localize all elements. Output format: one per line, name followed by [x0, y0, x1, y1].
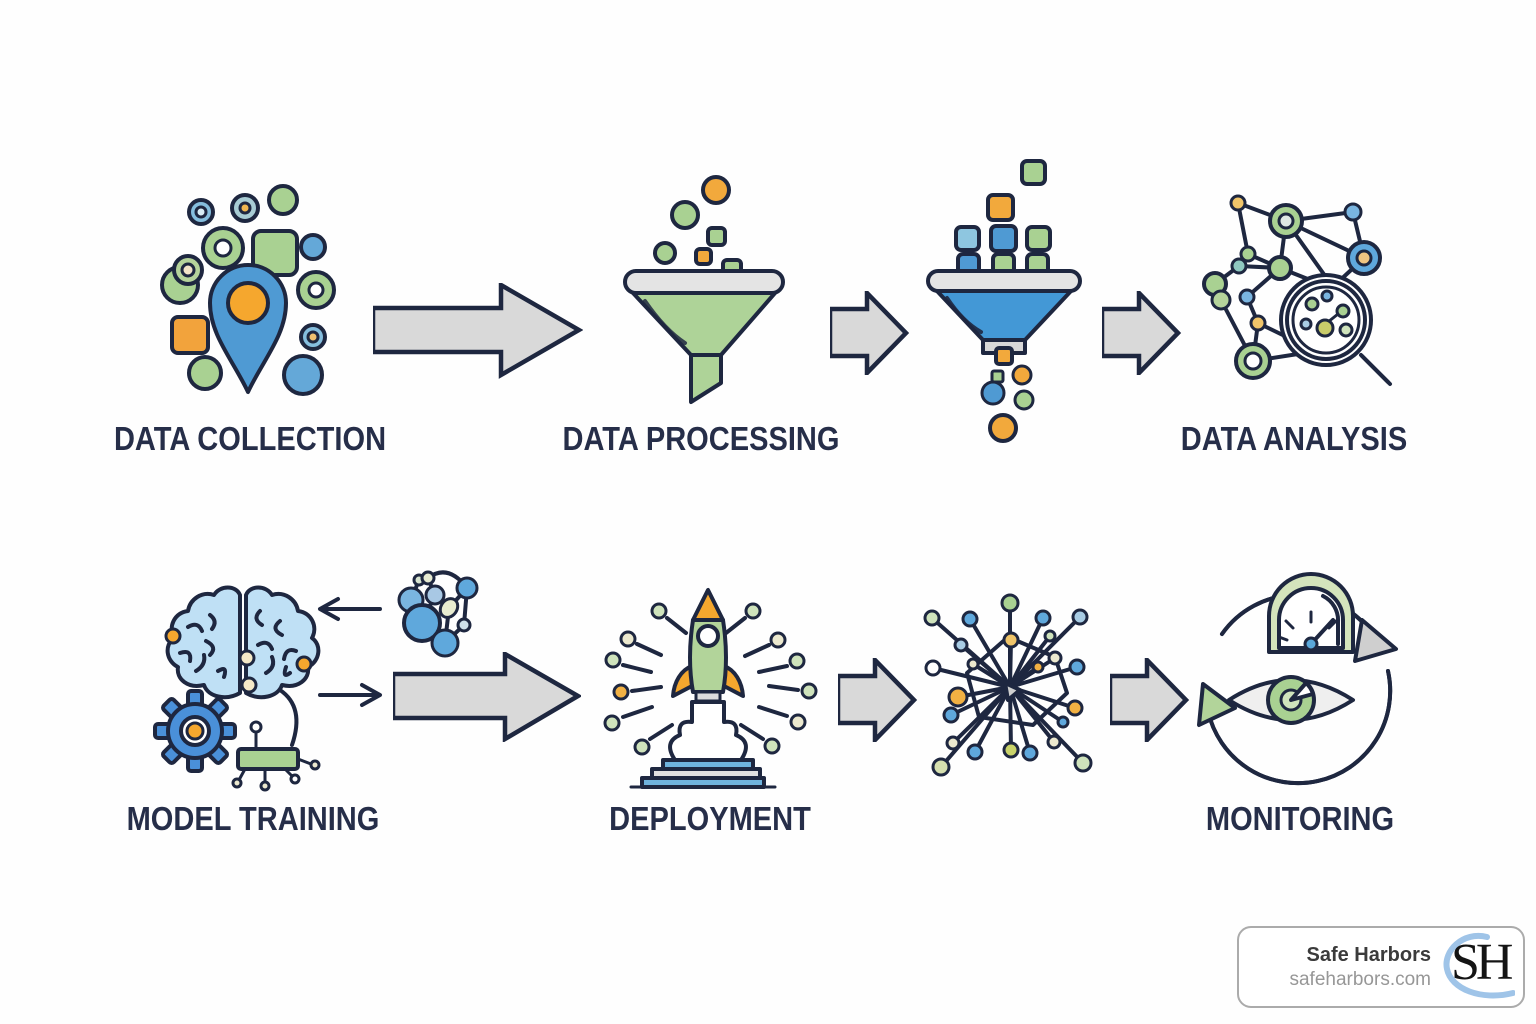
step-label-monitoring: MONITORING — [1205, 800, 1395, 837]
gauge-eye-cycle-icon — [1197, 572, 1398, 786]
flow-arrow-icon — [1110, 658, 1190, 742]
step-label-data-processing: DATA PROCESSING — [562, 420, 840, 457]
brand-url: safeharbors.com — [1289, 968, 1431, 990]
feedback-arrow-right-icon — [318, 683, 382, 707]
flow-arrow-icon — [1102, 291, 1182, 375]
step-label-model-training: MODEL TRAINING — [126, 800, 380, 837]
monogram-letters: SH — [1451, 934, 1514, 991]
hub-spoke-network-icon — [923, 593, 1093, 777]
step-label-data-analysis: DATA ANALYSIS — [1180, 420, 1408, 457]
node-cluster-icon — [397, 570, 479, 658]
flow-arrow-icon — [373, 283, 583, 379]
swoosh-icon — [1443, 932, 1515, 999]
rocket-launch-icon — [603, 588, 818, 789]
green-funnel-icon — [623, 175, 785, 404]
feedback-arrow-left-icon — [318, 597, 382, 621]
location-pin-data-cluster-icon — [160, 184, 336, 396]
step-label-deployment: DEPLOYMENT — [609, 800, 811, 837]
brain-gear-chip-icon — [153, 585, 321, 792]
safe-harbors-watermark-card: Safe Harbors safeharbors.com SH — [1237, 926, 1525, 1008]
blue-funnel-filter-icon — [926, 159, 1082, 443]
sh-monogram-logo: SH — [1435, 931, 1515, 1003]
step-label-data-collection: DATA COLLECTION — [113, 420, 387, 457]
flow-arrow-icon — [838, 658, 918, 742]
flow-arrow-icon — [830, 291, 910, 375]
flow-arrow-icon — [393, 652, 581, 742]
network-magnifier-icon — [1202, 194, 1392, 386]
brand-name: Safe Harbors — [1306, 943, 1432, 966]
